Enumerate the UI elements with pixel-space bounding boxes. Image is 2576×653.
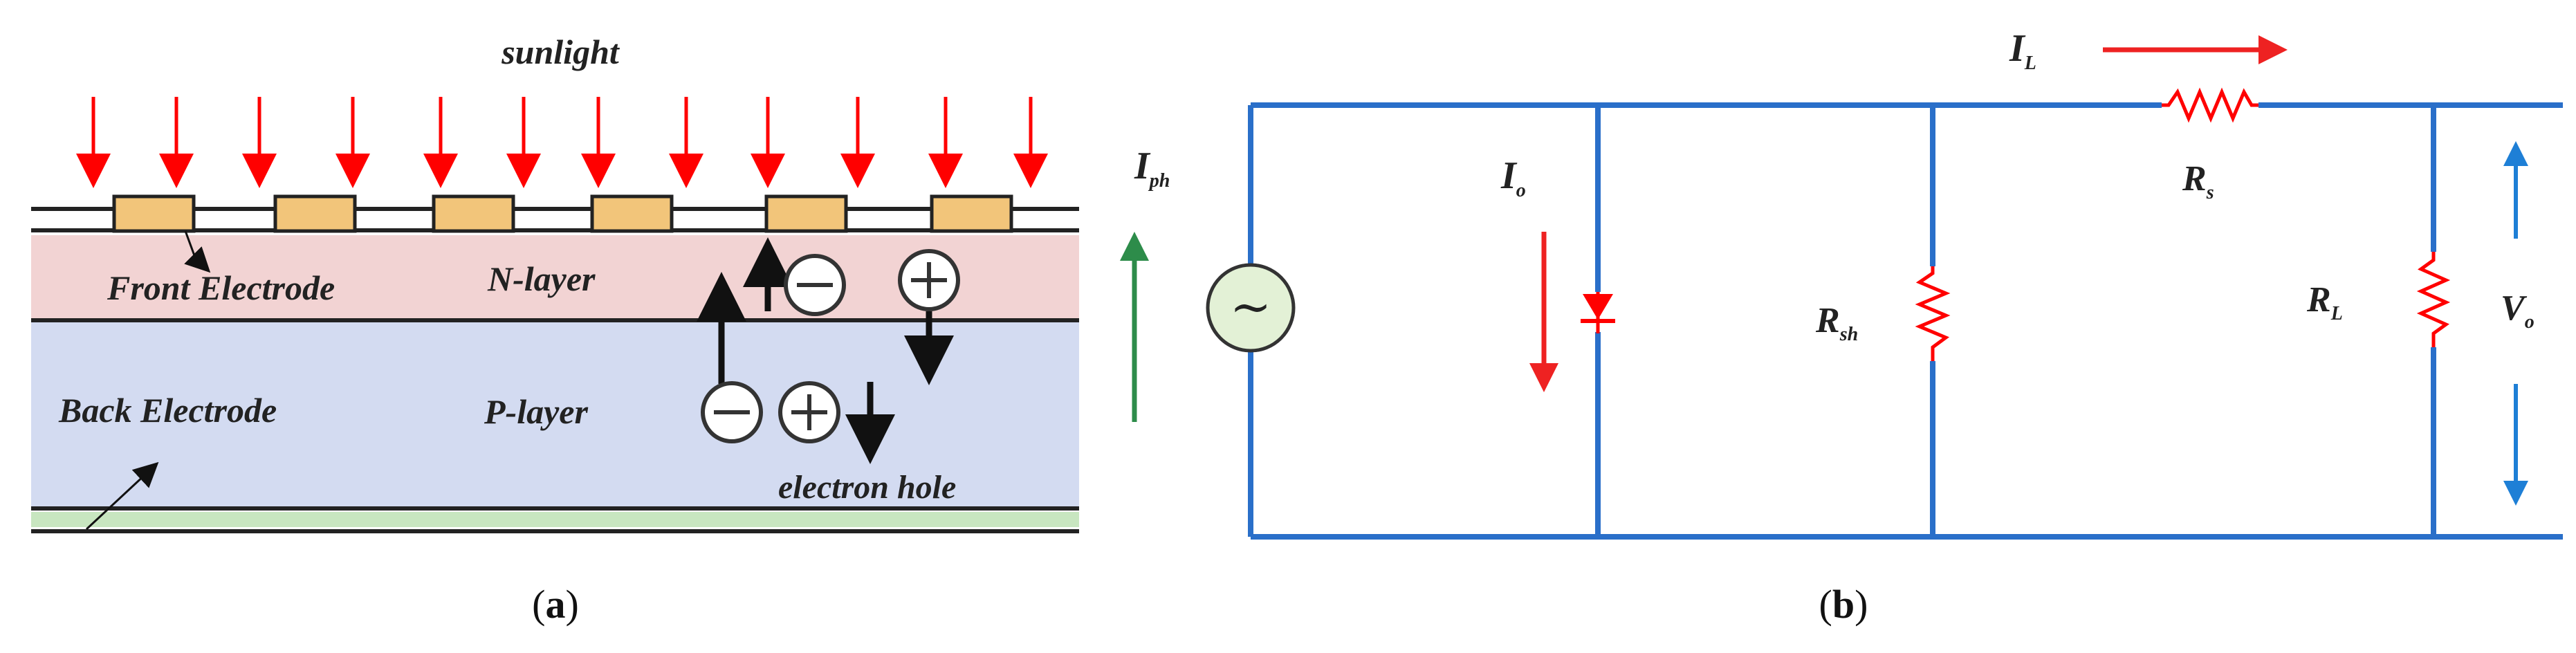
front-electrode-pad (112, 194, 196, 233)
vo-label: Vo (2501, 288, 2534, 333)
circuit-wires (1248, 102, 2563, 540)
diode (1581, 292, 1615, 333)
iph-label: Iph (1134, 145, 1170, 192)
iph-sub: ph (1148, 170, 1170, 192)
rs-sub: s (2206, 182, 2214, 203)
back-electrode-pointer (85, 461, 159, 531)
electron-hole-label: electron hole (778, 469, 956, 506)
carrier-pair-lower (697, 272, 895, 464)
rl-resistor (2416, 252, 2451, 347)
rl-label: RL (2306, 280, 2343, 324)
rs-label: Rs (2182, 159, 2214, 203)
caption-a-letter: a (546, 582, 566, 627)
carrier-pair-upper (743, 237, 960, 385)
sunlight-label: sunlight (501, 33, 620, 71)
vo-main: V (2501, 288, 2528, 328)
rsh-label: Rsh (1815, 301, 1858, 345)
il-main: I (2009, 27, 2026, 70)
front-electrode-pad (273, 194, 357, 233)
front-electrodes (112, 194, 1013, 233)
rs-resistor (2162, 87, 2258, 123)
panel-a-solar-cell: sunlight (31, 33, 1079, 627)
rsh-resistor (1915, 266, 1951, 361)
n-layer-label: N-layer (487, 259, 596, 298)
caption-a: (a) (532, 582, 579, 627)
panel-b-circuit: ~ Iph Io Rsh Rs IL RL Vo (b) (1120, 27, 2563, 627)
caption-b-letter: b (1832, 582, 1855, 627)
caption-b-close: ) (1855, 582, 1868, 627)
current-source (1206, 263, 1296, 353)
rsh-sub: sh (1839, 324, 1858, 345)
front-electrode-pad (764, 194, 848, 233)
il-label: IL (2009, 27, 2036, 74)
p-layer-label: P-layer (484, 392, 588, 431)
sunlight-arrows (76, 97, 1048, 188)
front-electrode-pad (432, 194, 515, 233)
bottom-strip (31, 512, 1079, 527)
io-sub: o (1516, 180, 1526, 201)
il-sub: L (2024, 53, 2036, 74)
back-electrode-label: Back Electrode (58, 391, 277, 430)
rs-main: R (2182, 159, 2207, 199)
io-label: Io (1500, 154, 1526, 201)
rl-sub: L (2330, 303, 2343, 324)
front-electrode-label: Front Electrode (107, 268, 335, 307)
io-main: I (1500, 154, 1518, 197)
caption-b-open: ( (1819, 582, 1832, 627)
source-symbol: ~ (1230, 277, 1271, 335)
front-electrode-pad (930, 194, 1013, 233)
rl-main: R (2306, 280, 2331, 320)
iph-main: I (1134, 145, 1151, 187)
rsh-main: R (1815, 301, 1840, 340)
vo-sub: o (2525, 311, 2534, 333)
caption-a-close: ) (566, 582, 579, 627)
caption-b: (b) (1819, 582, 1868, 627)
caption-a-open: ( (532, 582, 545, 627)
front-electrode-pointer (184, 230, 211, 273)
front-electrode-pad (590, 194, 674, 233)
